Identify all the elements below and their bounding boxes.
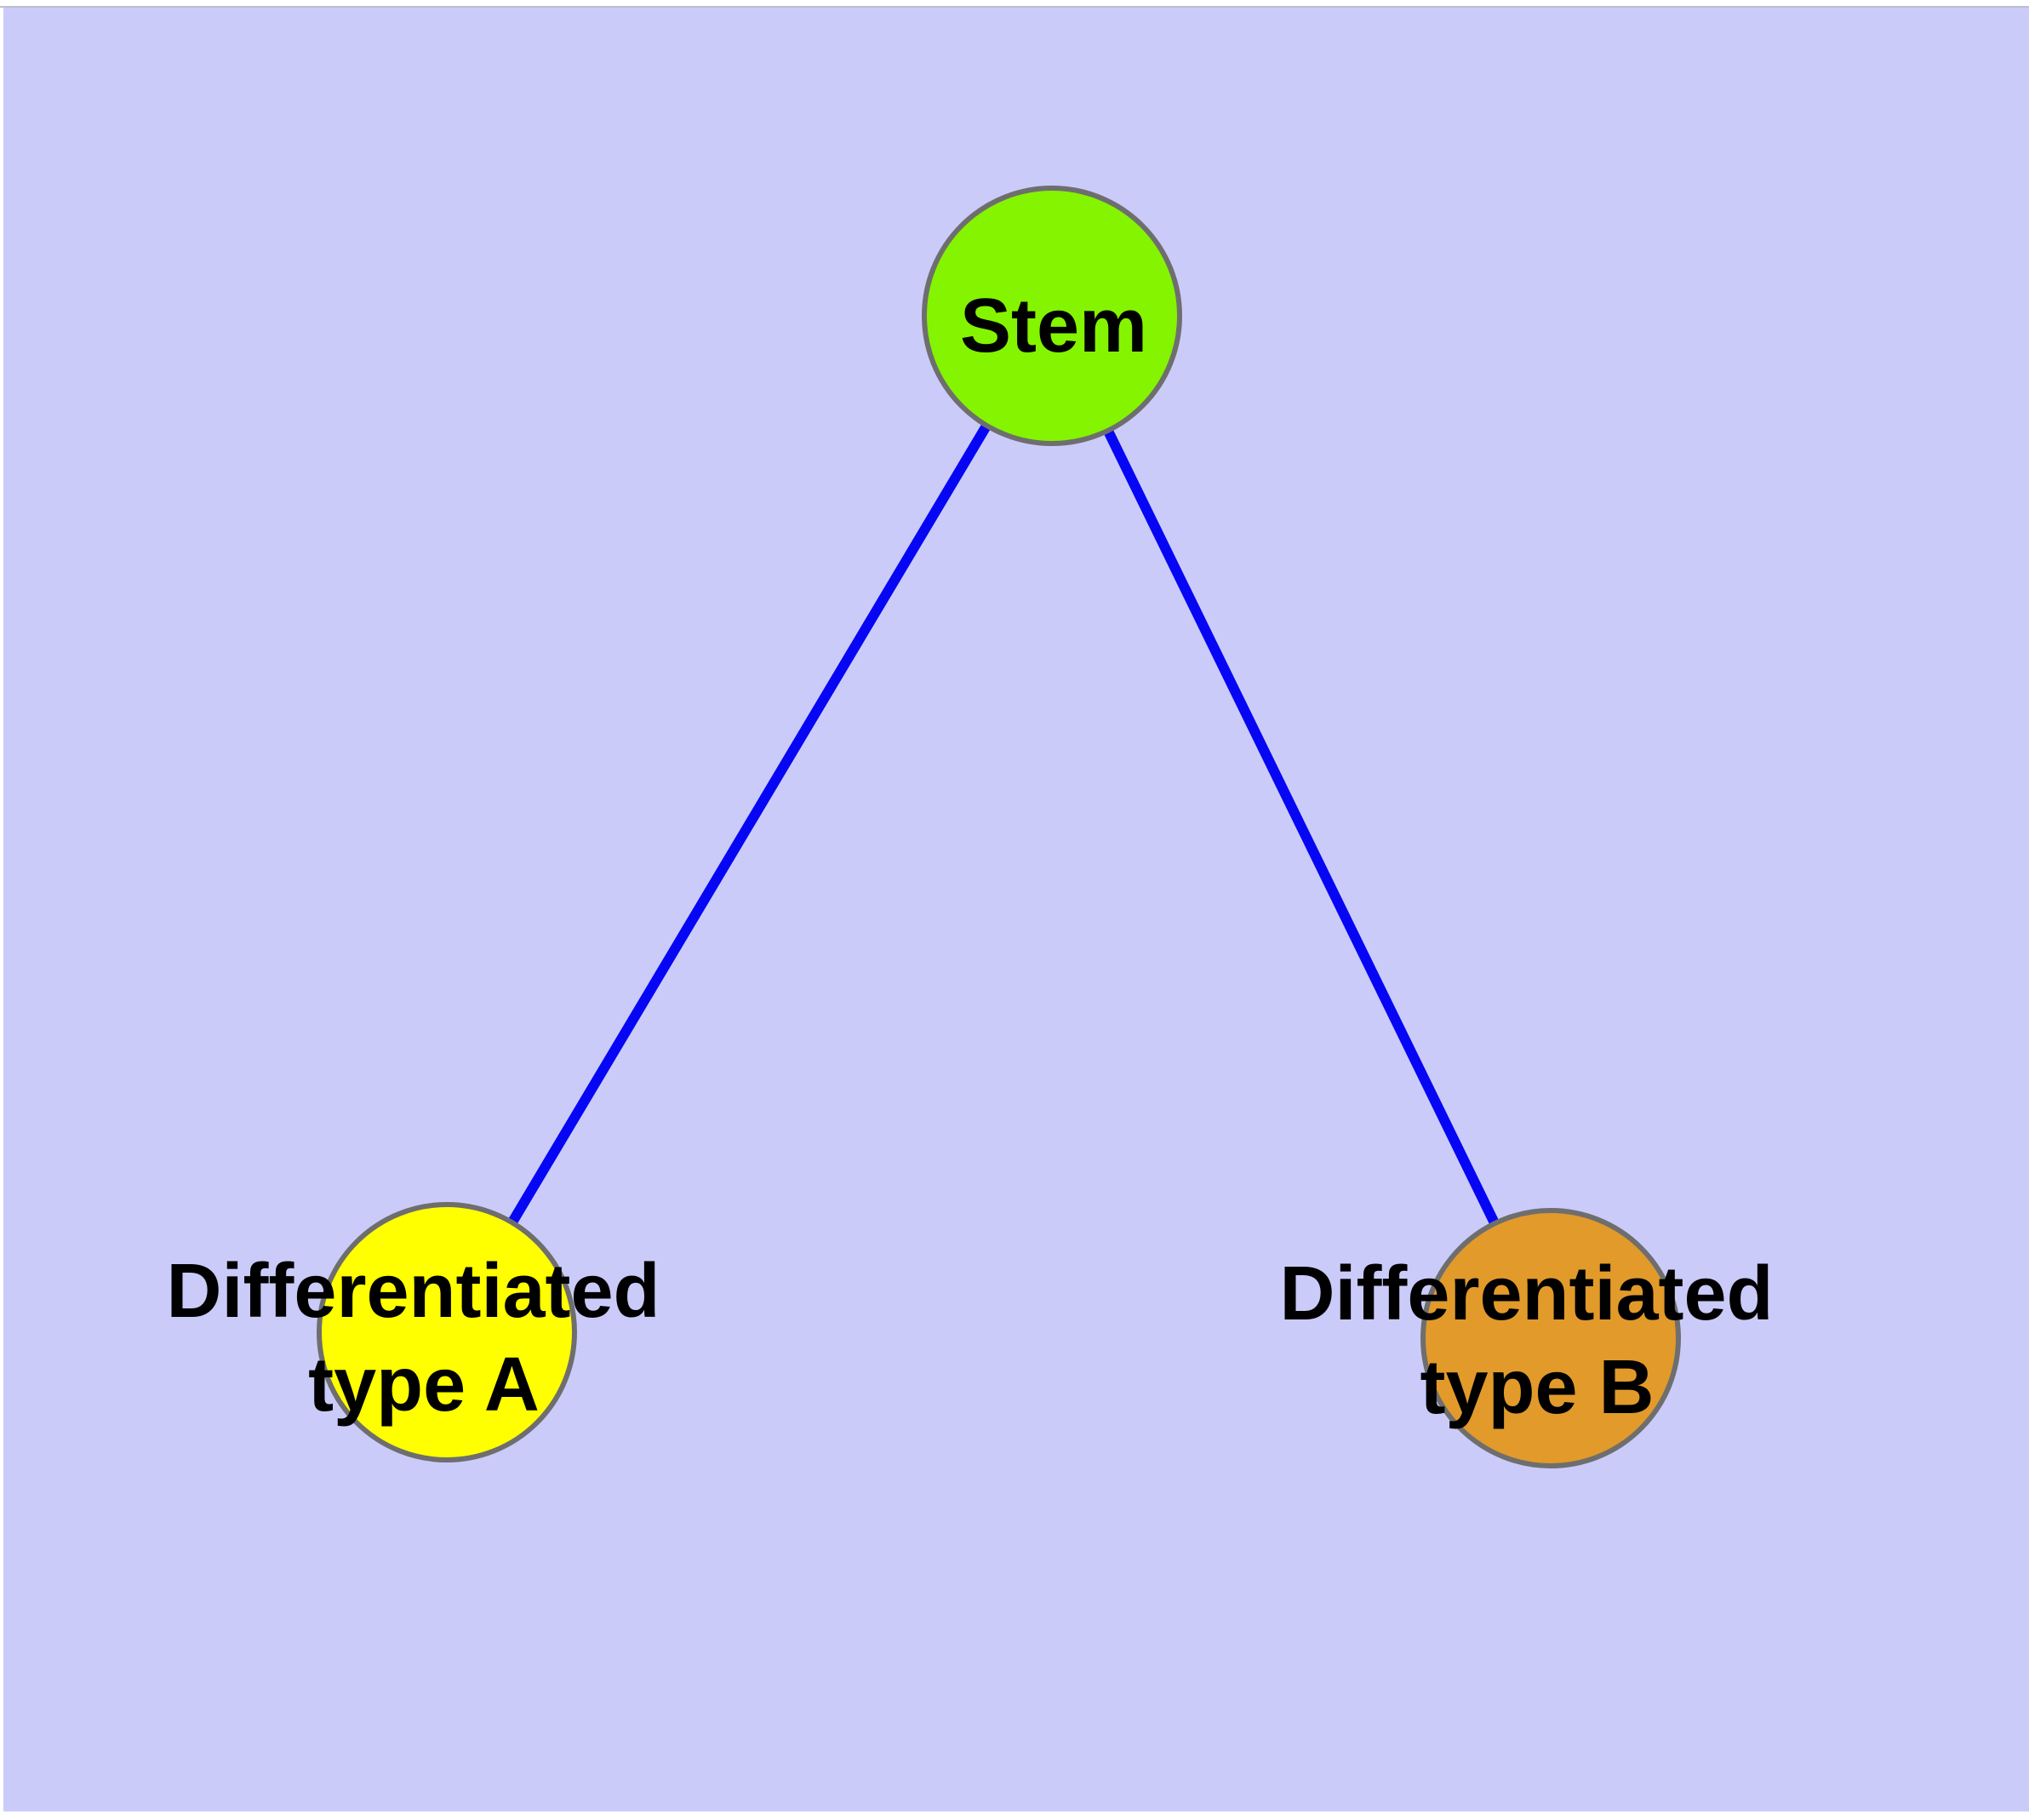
node-label-differentiated-type-b: Differentiated type B xyxy=(1279,1251,1794,1430)
node-label-differentiated-type-a: Differentiated type A xyxy=(166,1249,681,1428)
node-differentiated-type-b xyxy=(1420,1208,1681,1468)
edge-stem-to-differentiated-type-b xyxy=(1047,313,1556,1341)
node-group xyxy=(317,186,1681,1468)
edge-group xyxy=(442,312,1556,1341)
node-stem xyxy=(922,186,1182,446)
node-label-group: Stem Differentiated type A Differentiate… xyxy=(166,283,1794,1430)
node-label-stem: Stem xyxy=(960,283,1147,369)
node-differentiated-type-a xyxy=(317,1202,577,1462)
edge-stem-to-differentiated-type-a xyxy=(442,312,1057,1336)
